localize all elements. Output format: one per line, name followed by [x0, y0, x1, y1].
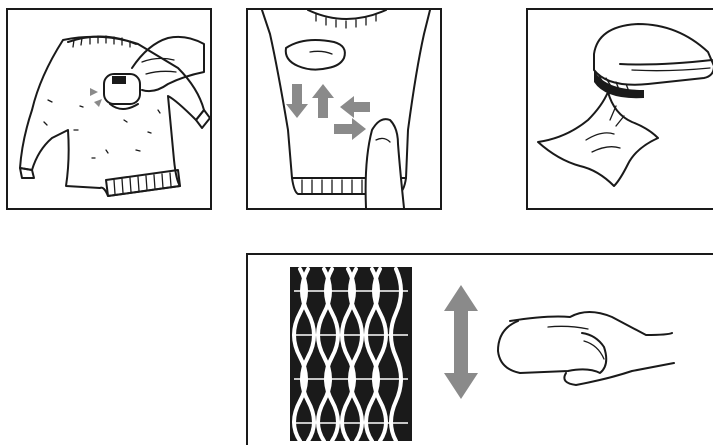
figure-knit-stroke [246, 253, 713, 445]
up-down-arrow-icon [444, 285, 478, 399]
knit-texture-vertical-stroke-icon [248, 255, 713, 445]
sweater-back-direction-arrows-icon [248, 10, 440, 208]
hand-icon [510, 312, 672, 335]
figure-sweater-shaver [6, 8, 212, 210]
figure-shaving-directions [246, 8, 442, 210]
sweater-with-fabric-shaver-icon [8, 10, 210, 208]
fabric-shaver-and-cloth-icon [528, 10, 713, 208]
figure-shaver-and-cloth [526, 8, 713, 210]
